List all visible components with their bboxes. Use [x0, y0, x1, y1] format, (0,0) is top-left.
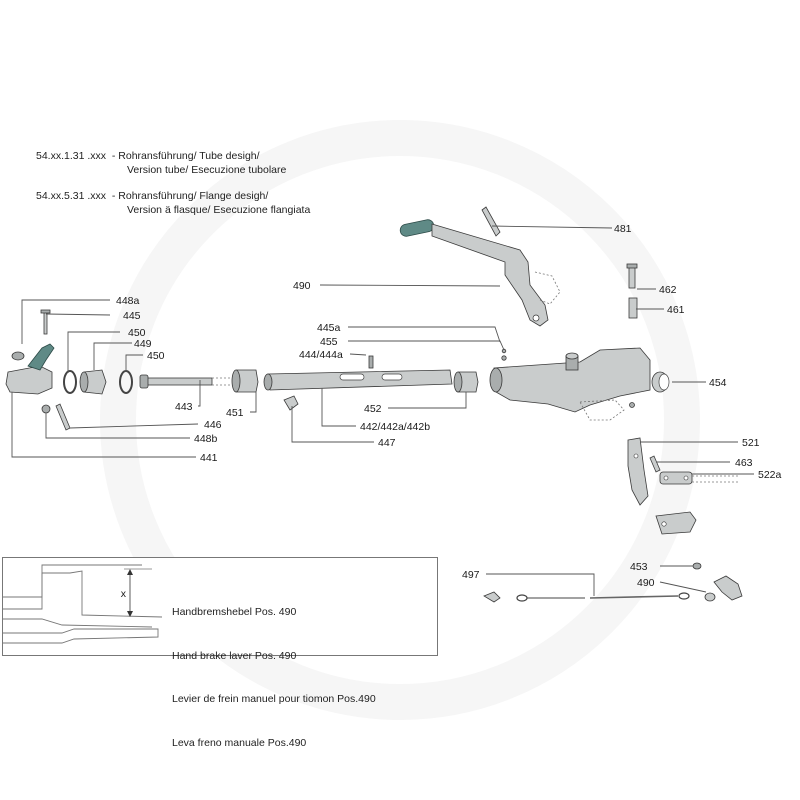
lever-490-small: [704, 575, 743, 602]
bushing-451: [231, 369, 259, 393]
label-522a: 522a: [758, 469, 782, 481]
label-490-top: 490: [293, 280, 311, 292]
label-446: 446: [204, 419, 222, 431]
label-455: 455: [320, 336, 338, 348]
label-461: 461: [667, 304, 685, 316]
label-451: 451: [226, 407, 244, 419]
part-labels: 481 490 462 461 448a 445 450 449 450 445…: [116, 223, 782, 589]
washer-453: [692, 562, 702, 570]
label-441: 441: [200, 452, 218, 464]
label-452: 452: [364, 403, 382, 415]
pin-481: [481, 206, 501, 237]
rings-450-449: [63, 369, 133, 395]
tube-442: [263, 355, 453, 411]
bushing-452: [453, 371, 479, 393]
label-448b: 448b: [194, 433, 218, 445]
label-442-442a-442b: 442/442a/442b: [360, 421, 430, 433]
bracket-part: [655, 511, 697, 535]
cable-497: [483, 591, 690, 603]
label-453: 453: [630, 561, 648, 573]
note-line-4: Leva freno manuale Pos.490: [172, 736, 307, 749]
header-line-1: 54.xx.1.31 .xxx - Rohransführung/ Tube d…: [36, 150, 260, 162]
label-444-444a: 444/444a: [299, 349, 343, 361]
lever-note-text: Handbremshebel Pos. 490 Hand brake laver…: [172, 576, 376, 779]
label-481: 481: [614, 223, 632, 235]
label-449: 449: [134, 338, 152, 350]
label-521: 521: [742, 437, 760, 449]
header-line-2: Version tube/ Esecuzione tubolare: [127, 164, 287, 176]
bolt-462-pin-461: [626, 263, 638, 319]
note-line-1: Handbremshebel Pos. 490: [172, 606, 297, 618]
label-447: 447: [378, 437, 396, 449]
header-line-4: Version ä flasque/ Esecuzione flangiata: [127, 204, 311, 216]
coupling-head-441: [5, 309, 71, 431]
label-443: 443: [175, 401, 193, 413]
housing: [489, 347, 651, 421]
bolt-463: [649, 455, 661, 473]
lever-note-box: [2, 557, 438, 656]
label-450-a: 450: [128, 327, 146, 339]
hand-brake-lever-490: [399, 219, 561, 327]
shaft-443: [139, 374, 230, 389]
plate-522a: [659, 471, 740, 485]
label-445: 445: [123, 310, 141, 322]
ring-454: [651, 371, 670, 393]
label-448a: 448a: [116, 295, 140, 307]
label-497: 497: [462, 569, 480, 581]
dimension-x-label: x: [121, 588, 127, 600]
label-454: 454: [709, 377, 727, 389]
header-line-3: 54.xx.5.31 .xxx - Rohransführung/ Flange…: [36, 190, 269, 202]
label-462: 462: [659, 284, 677, 296]
note-line-3: Levier de frein manuel pour tiomon Pos.4…: [172, 693, 376, 705]
label-490-bottom: 490: [637, 577, 655, 589]
label-463: 463: [735, 457, 753, 469]
label-450-b: 450: [147, 350, 165, 362]
leader-lines: [11, 225, 754, 596]
note-line-2: Hand brake laver Pos. 490: [172, 649, 297, 662]
label-445a: 445a: [317, 322, 341, 334]
lever-521: [627, 437, 649, 506]
lever-profile-drawing: x: [2, 564, 163, 644]
